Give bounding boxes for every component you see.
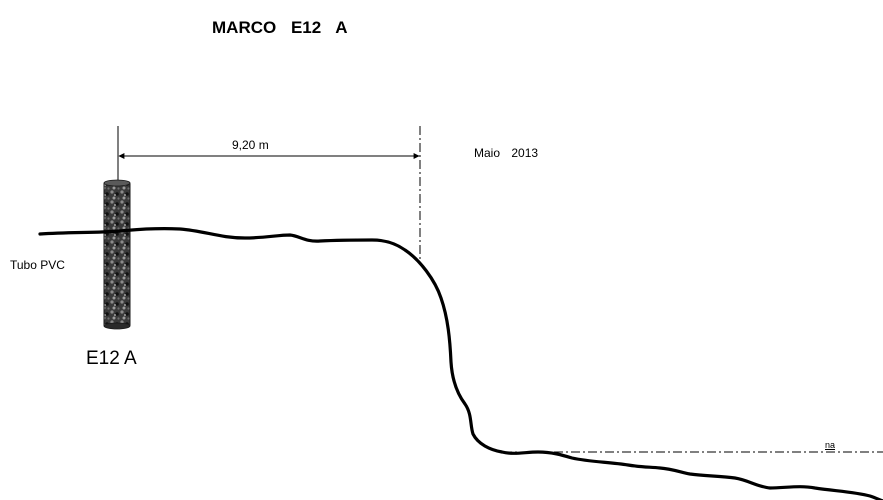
date-label: Maio 2013 (474, 146, 539, 160)
water-level-label: na (825, 440, 836, 450)
pvc-pipe-bottom (103, 322, 131, 330)
pvc-pipe (103, 181, 131, 328)
pvc-pipe-top (103, 179, 131, 187)
marker-label: E12 A (86, 348, 137, 369)
diagram-title: MARCO E12 A (212, 18, 348, 37)
pipe-label: Tubo PVC (10, 258, 65, 272)
distance-label: 9,20 m (232, 138, 269, 152)
terrain-profile (38, 227, 883, 500)
